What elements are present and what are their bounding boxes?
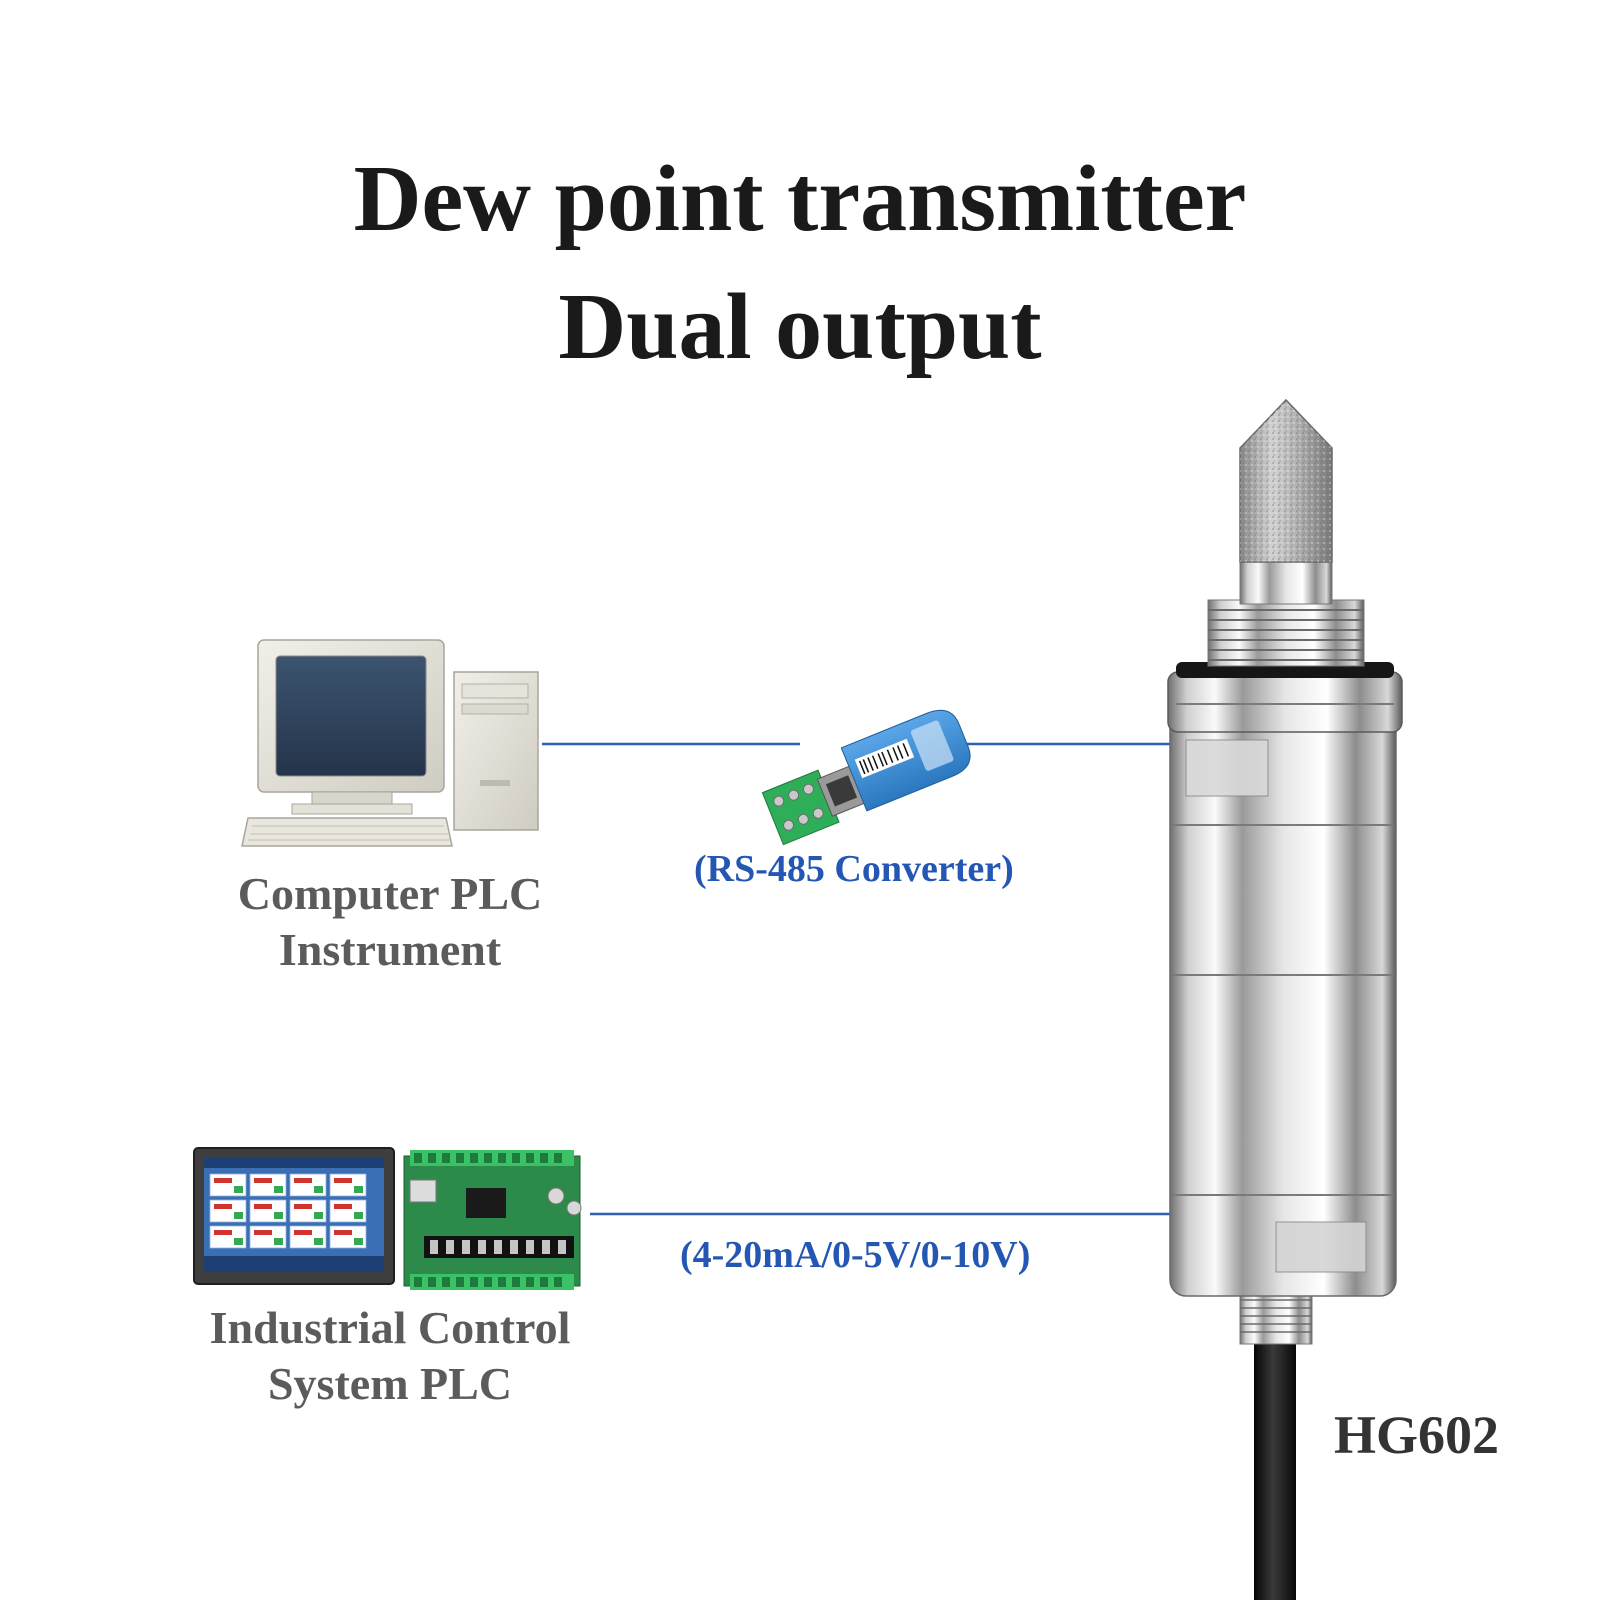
rs485-converter-label: (RS-485 Converter)	[694, 848, 1014, 890]
computer-label-line-2: Instrument	[278, 924, 502, 975]
transmitter-illustration	[1167, 398, 1403, 1600]
hmi-panel-icon	[193, 1147, 395, 1285]
title-line-2: Dual output	[558, 275, 1042, 379]
title-line-1: Dew point transmitter	[353, 147, 1247, 251]
analog-output-label: (4-20mA/0-5V/0-10V)	[680, 1234, 1031, 1276]
industrial-control-label-line-1: Industrial Control	[209, 1302, 571, 1353]
industrial-control-label-line-2: System PLC	[267, 1358, 513, 1409]
rs485-converter-icon	[761, 709, 971, 846]
computer-label: Computer PLC Instrument	[190, 866, 590, 978]
industrial-control-label: Industrial Control System PLC	[160, 1300, 620, 1412]
computer-label-line-1: Computer PLC	[237, 868, 543, 919]
plc-board-icon	[403, 1150, 582, 1290]
computer-icon	[241, 639, 539, 847]
model-label: HG602	[1334, 1405, 1500, 1465]
